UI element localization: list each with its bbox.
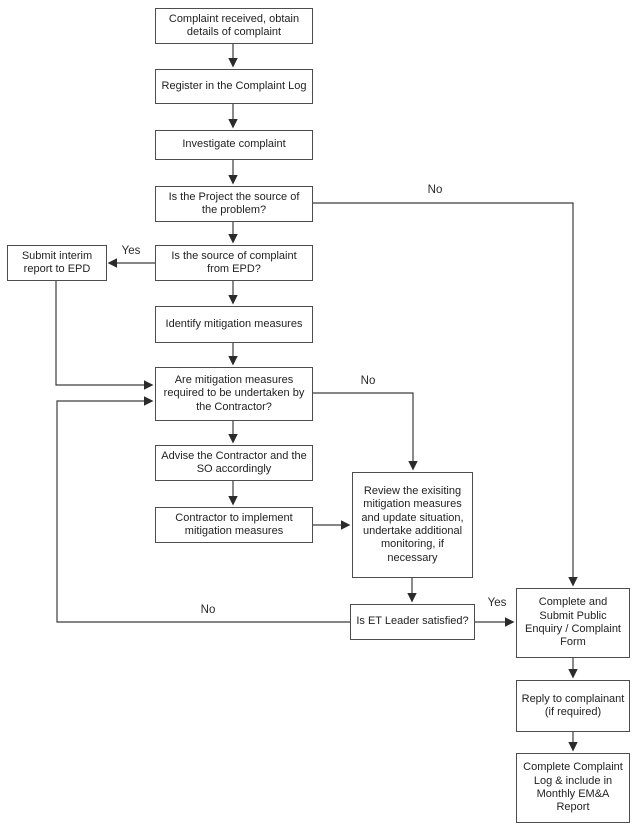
node-label: Investigate complaint xyxy=(182,138,286,151)
node-investigate: Investigate complaint xyxy=(155,130,313,160)
node-label: Are mitigation measures required to be u… xyxy=(163,373,305,413)
connector-required-no xyxy=(313,392,418,471)
connector-interim-to-required xyxy=(55,281,154,390)
node-label: Is ET Leader satisfied? xyxy=(356,615,469,628)
connector-project-no xyxy=(313,202,578,587)
edge-label-project-no: No xyxy=(418,184,452,196)
node-register-log: Register in the Complaint Log xyxy=(155,69,313,104)
node-complete-log: Complete Complaint Log & include in Mont… xyxy=(516,753,630,823)
edge-label-et-yes: Yes xyxy=(478,597,516,609)
node-label: Is the Project the source of the problem… xyxy=(168,190,300,216)
node-label: Review the exisiting mitigation measures… xyxy=(361,484,464,564)
node-source-epd: Is the source of complaint from EPD? xyxy=(155,245,313,281)
node-advise-contractor: Advise the Contractor and the SO accordi… xyxy=(155,445,313,481)
node-label: Reply to complainant (if required) xyxy=(521,692,625,718)
node-complaint-received: Complaint received, obtain details of co… xyxy=(155,8,313,44)
node-label: Advise the Contractor and the SO accordi… xyxy=(161,449,307,475)
node-label: Identify mitigation measures xyxy=(165,317,303,330)
node-contractor-implement: Contractor to implement mitigation measu… xyxy=(155,507,313,543)
node-label: Complete and Submit Public Enquiry / Com… xyxy=(525,596,621,649)
node-label: Complete Complaint Log & include in Mont… xyxy=(523,761,623,814)
node-review-existing: Review the exisiting mitigation measures… xyxy=(352,472,473,578)
node-reply-complainant: Reply to complainant (if required) xyxy=(516,680,630,732)
node-label: Complaint received, obtain details of co… xyxy=(168,12,300,38)
node-label: Contractor to implement mitigation measu… xyxy=(175,511,293,537)
node-submit-interim: Submit interim report to EPD xyxy=(7,245,107,281)
node-complete-form: Complete and Submit Public Enquiry / Com… xyxy=(516,588,630,658)
node-mitigation-required: Are mitigation measures required to be u… xyxy=(155,367,313,421)
edge-label-epd-yes: Yes xyxy=(112,245,150,257)
node-label: Register in the Complaint Log xyxy=(161,79,307,92)
node-label: Is the source of complaint from EPD? xyxy=(171,249,297,275)
node-et-satisfied: Is ET Leader satisfied? xyxy=(350,604,475,640)
edge-label-mitigation-no: No xyxy=(351,375,385,387)
node-identify-mitigation: Identify mitigation measures xyxy=(155,306,313,343)
edge-label-et-no: No xyxy=(191,604,225,616)
connector-et-no-loop xyxy=(56,396,350,623)
node-label: Submit interim report to EPD xyxy=(21,249,93,275)
node-project-source: Is the Project the source of the problem… xyxy=(155,186,313,222)
